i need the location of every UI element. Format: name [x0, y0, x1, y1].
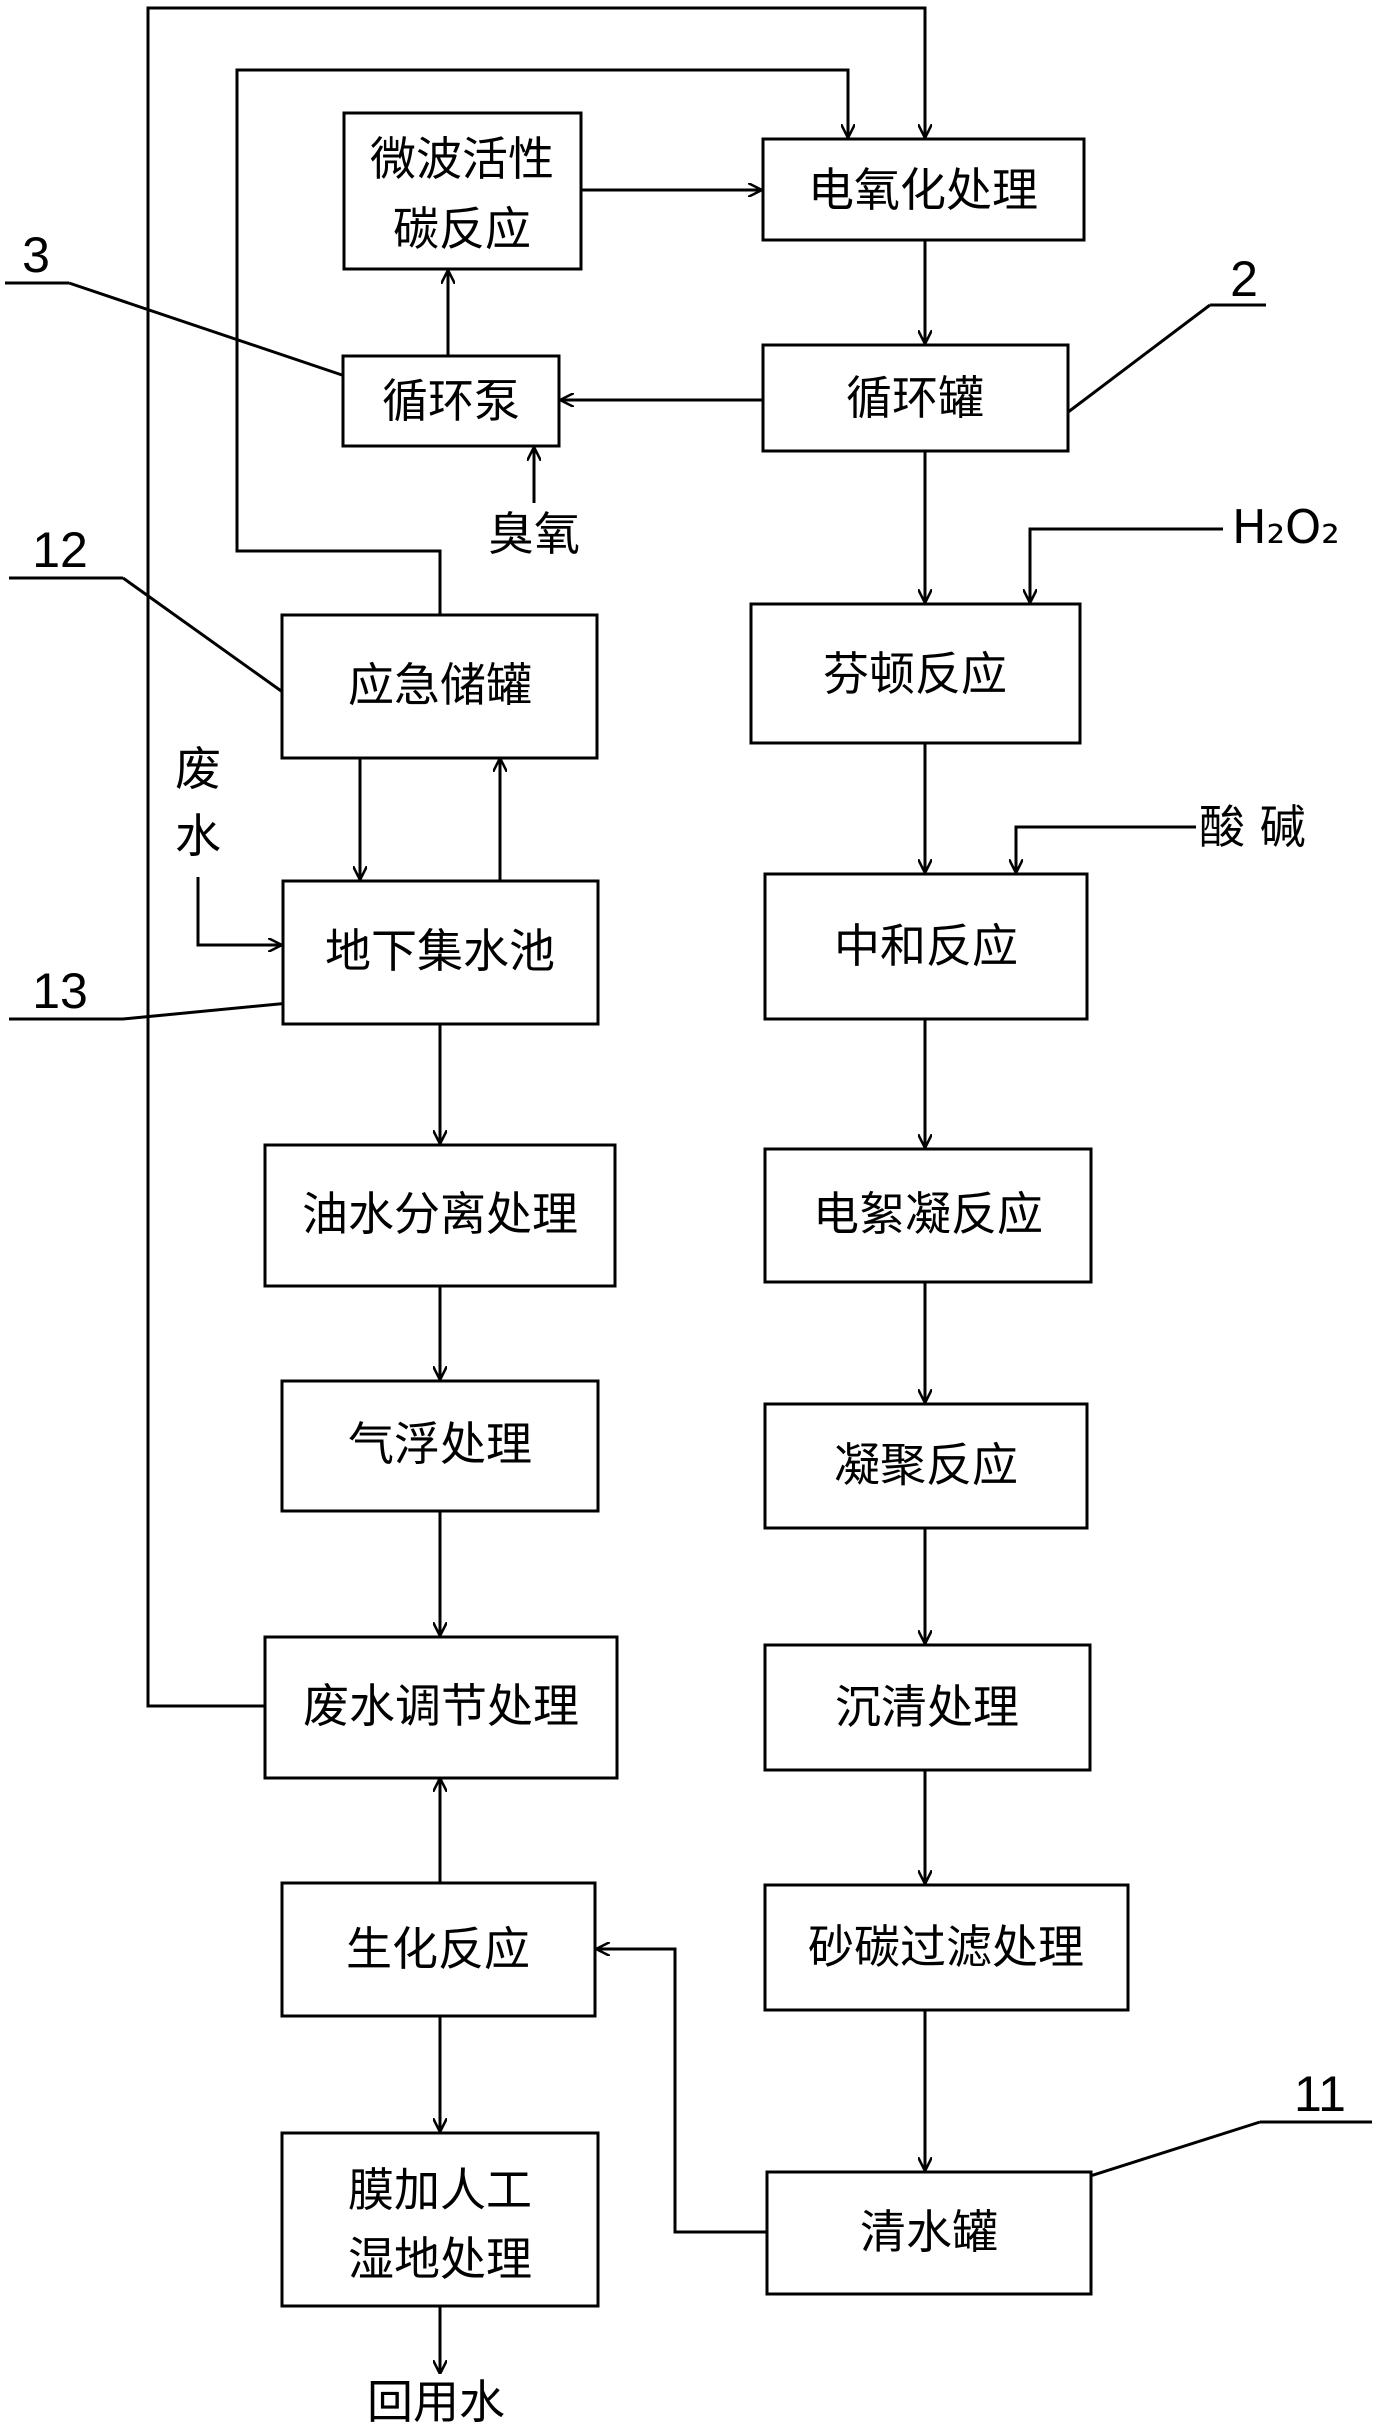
ref-2: 2	[1230, 251, 1258, 307]
box-circulation-tank-label: 循环罐	[846, 371, 984, 425]
wastewater-label-2: 水	[175, 809, 221, 863]
wastewater-label-1: 废	[175, 742, 221, 796]
box-biochemical-reaction-label: 生化反应	[346, 1922, 530, 1976]
box-sand-carbon-filtration-label: 砂碳过滤处理	[808, 1920, 1084, 1974]
line-wastewater-to-sump	[196, 877, 282, 945]
h2o2-label: H₂O₂	[1232, 500, 1340, 554]
ozone-label: 臭氧	[488, 507, 580, 561]
box-microwave-line1: 微波活性	[370, 132, 554, 186]
return-line-adjust-to-electro-oxidation	[146, 6, 925, 1708]
ref-3: 3	[22, 227, 50, 283]
box-circulation-pump-label: 循环泵	[382, 374, 520, 428]
reference-leaders	[5, 281, 1372, 2193]
box-electro-oxidation-label: 电氧化处理	[808, 163, 1038, 217]
box-electroflocculation-label: 电絮凝反应	[813, 1187, 1043, 1241]
ref-11: 11	[1294, 2066, 1346, 2122]
leader-3-diag	[68, 281, 343, 377]
line-clear-water-to-bio	[596, 1949, 767, 2234]
ref-13: 13	[32, 963, 88, 1019]
leader-12-diag	[122, 576, 285, 695]
box-fenton-reaction: 芬顿反应	[749, 602, 1082, 745]
box-circulation-tank: 循环罐	[761, 343, 1070, 453]
box-biochemical-reaction: 生化反应	[280, 1881, 597, 2018]
line-h2o2-to-fenton	[1030, 527, 1223, 603]
box-membrane-wetland: 膜加人工 湿地处理	[280, 2131, 600, 2308]
box-wastewater-adjustment-label: 废水调节处理	[303, 1679, 579, 1733]
box-neutralization: 中和反应	[763, 872, 1089, 1021]
leader-2-diag	[1042, 303, 1211, 433]
connectors	[146, 6, 1223, 2374]
box-coagulation-label: 凝聚反应	[834, 1438, 1018, 1492]
line-emergency-to-electro-oxidation	[235, 68, 848, 614]
box-underground-sump-label: 地下集水池	[325, 924, 555, 978]
box-underground-sump: 地下集水池	[281, 879, 600, 1026]
box-electro-oxidation: 电氧化处理	[761, 137, 1086, 242]
box-circulation-pump: 循环泵	[341, 354, 561, 448]
box-electroflocculation: 电絮凝反应	[763, 1147, 1093, 1284]
box-emergency-tank-label: 应急储罐	[348, 658, 532, 712]
line-acid-base-to-neutralization	[1016, 825, 1196, 873]
reuse-water-label: 回用水	[367, 2375, 505, 2429]
box-oil-water-separation: 油水分离处理	[263, 1143, 617, 1288]
box-emergency-tank: 应急储罐	[280, 613, 599, 760]
box-clear-water-tank: 清水罐	[765, 2170, 1093, 2296]
acid-base-label: 酸 碱	[1199, 800, 1306, 854]
box-neutralization-label: 中和反应	[834, 919, 1018, 973]
box-fenton-reaction-label: 芬顿反应	[823, 647, 1007, 701]
box-coagulation: 凝聚反应	[763, 1402, 1089, 1530]
box-sand-carbon-filtration: 砂碳过滤处理	[763, 1883, 1130, 2012]
box-settling-label: 沉清处理	[835, 1680, 1019, 1734]
box-membrane-wetland-line1: 膜加人工	[348, 2163, 532, 2217]
box-air-flotation-label: 气浮处理	[348, 1417, 532, 1471]
box-membrane-wetland-line2: 湿地处理	[348, 2232, 532, 2286]
ref-12: 12	[32, 522, 88, 578]
box-microwave-activated-carbon: 微波活性 碳反应	[342, 111, 583, 271]
box-wastewater-adjustment: 废水调节处理	[263, 1635, 619, 1780]
box-microwave-line2: 碳反应	[393, 202, 531, 256]
leader-13-diag	[122, 999, 311, 1021]
box-oil-water-separation-label: 油水分离处理	[302, 1187, 578, 1241]
box-air-flotation: 气浮处理	[280, 1379, 600, 1513]
box-clear-water-tank-label: 清水罐	[860, 2205, 998, 2259]
box-settling: 沉清处理	[763, 1643, 1092, 1772]
